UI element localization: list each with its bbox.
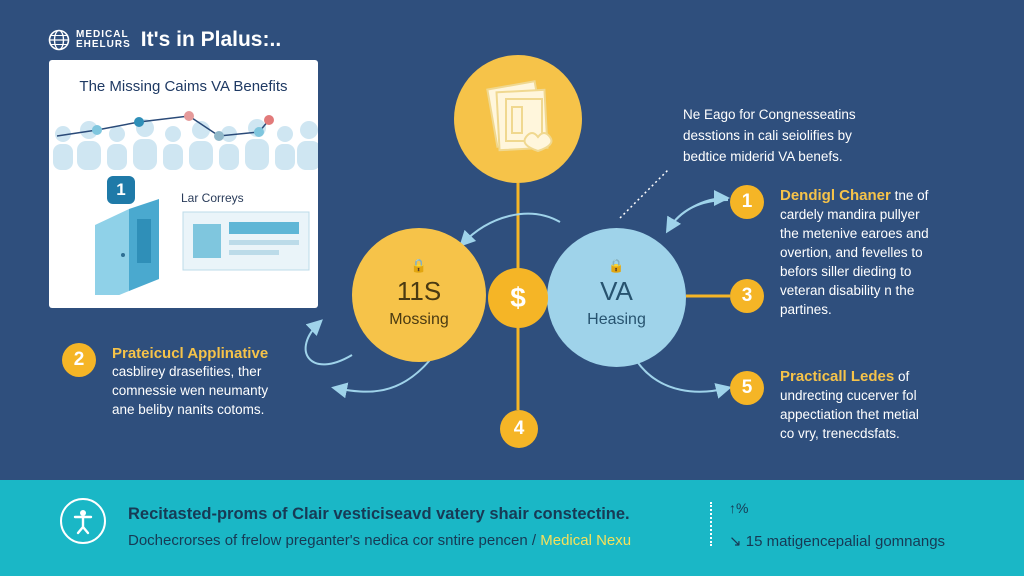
arrow-to-5 <box>635 359 732 399</box>
arrow-from-2 <box>331 359 431 399</box>
footer-subline: Dochecrorses of frelow preganter's nedic… <box>128 532 631 549</box>
annotation-5-title: Practicall Ledes <box>780 368 895 385</box>
annotation-1-line: overtion, and fevelles to <box>780 245 923 260</box>
annotation-5-line: co vry, trenecdsfats. <box>780 426 900 441</box>
footer-icon <box>60 498 106 544</box>
brand-line-2: EHELURS <box>76 39 131 50</box>
brand-line-1: MEDICAL <box>76 29 129 40</box>
annotation-2-title: Prateicucl Applinative <box>112 345 269 362</box>
top-note: Ne Eago for Congnesseatins desstions in … <box>683 104 856 167</box>
annotation-1-line: cardely mandira pullyer <box>780 207 920 222</box>
footer-highlight: Medical Nexu <box>540 532 632 549</box>
step-badge-4: 4 <box>500 410 538 448</box>
annotation-2-line: casblirey drasefities, ther <box>112 364 262 379</box>
step-badge-1: 1 <box>730 185 764 219</box>
va-title: VA <box>600 276 633 306</box>
annotation-1: Dendigl Chaner tne of cardely mandira pu… <box>780 186 1010 319</box>
dollar-circle: $ <box>488 268 548 328</box>
annotation-1-title: Dendigl Chaner <box>780 187 891 204</box>
documents-icon <box>486 80 553 153</box>
va-circle: 🔒 VA Heasing <box>547 228 686 367</box>
footer-band <box>0 480 1024 576</box>
missing-claims-card: The Missing Caims VA Benefits 1 <box>49 60 318 308</box>
annotation-5: Practicall Ledes of undrecting cucerver … <box>780 367 980 443</box>
globe-icon <box>48 29 70 51</box>
arrow-to-missing <box>459 212 561 247</box>
footer-stat-text: ↘ 15 matigencepalial gomnangs <box>729 533 946 550</box>
annotation-5-heading: Practicall Ledes of <box>780 367 980 386</box>
footer-divider <box>710 502 712 546</box>
annotation-2: Prateicucl Applinative casblirey drasefi… <box>112 345 312 419</box>
arrow-from-1-b <box>667 190 730 231</box>
door-illustration <box>95 199 159 295</box>
annotation-1-line: partines. <box>780 302 832 317</box>
annotation-5-title-rest: of <box>894 369 910 384</box>
annotation-1-title-rest: tne of <box>890 188 929 203</box>
step-badge-2: 2 <box>62 343 96 377</box>
annotation-1-heading: Dendigl Chaner tne of <box>780 186 1010 205</box>
missing-circle: 🔒 11S Mossing <box>352 228 486 362</box>
va-label: Heasing <box>587 311 646 328</box>
step-badge-5: 5 <box>730 371 764 405</box>
footer-subline-text: Dochecrorses of frelow preganter's nedic… <box>128 532 541 549</box>
step-badge-3: 3 <box>730 279 764 313</box>
annotation-5-line: undrecting cucerver fol <box>780 388 917 403</box>
footer-stat-percent: ↑% <box>729 500 749 516</box>
arrow-to-card <box>304 319 353 366</box>
person-icon <box>73 510 93 535</box>
card-label: Lar Correys <box>181 191 244 205</box>
lock-icon: 🔒 <box>410 258 428 273</box>
note-line: Ne Eago for Congnesseatins <box>683 107 856 122</box>
missing-amount: 11S <box>396 276 442 306</box>
brand-header: MEDICAL EHELURS It's in Plalus:.. <box>48 28 281 52</box>
annotation-1-line: the metenive earoes and <box>780 226 929 241</box>
annotation-2-line: comnessie wen neumanty <box>112 383 269 398</box>
document-illustration <box>182 211 310 271</box>
brand-logo-text: MEDICAL EHELURS <box>76 30 131 50</box>
note-line: desstions in cali seiolifies by <box>683 128 852 143</box>
lock-icon: 🔒 <box>608 258 625 273</box>
annotation-1-line: veteran disability n the <box>780 283 915 298</box>
top-documents-circle <box>454 55 582 183</box>
dotted-note-line <box>619 169 669 219</box>
annotation-1-line: befors siller dieding to <box>780 264 912 279</box>
crowd-illustration <box>53 111 318 170</box>
footer-headline: Recitasted-proms of Clair vesticiseavd v… <box>128 505 630 523</box>
page-title: It's in Plalus:.. <box>140 28 282 51</box>
annotation-2-line: ane beliby nanits cotoms. <box>112 402 265 417</box>
annotation-5-line: appectiation thet metial <box>780 407 919 422</box>
note-line: bedtice miderid VA benefs. <box>683 149 843 164</box>
card-title: The Missing Caims VA Benefits <box>79 78 288 95</box>
missing-label: Mossing <box>389 311 449 328</box>
card-step-badge: 1 <box>107 176 135 204</box>
